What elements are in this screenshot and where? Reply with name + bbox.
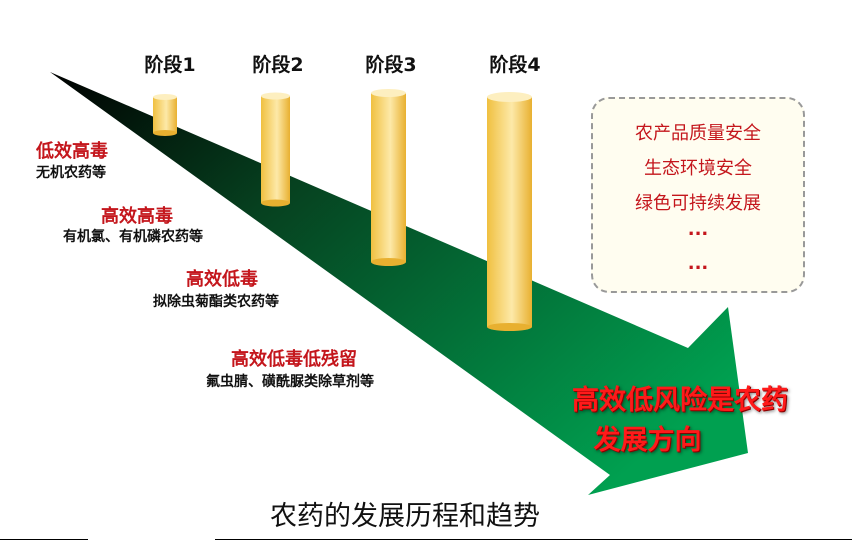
goal-item: 农产品质量安全 [635,123,761,144]
stage-label-4: 阶段4 [489,54,541,76]
divider [215,539,852,540]
goal-item: 生态环境安全 [644,158,752,179]
category-title-2: 高效高毒 [101,206,173,227]
category-desc-2: 有机氯、有机磷农药等 [63,229,203,245]
goals-box: 农产品质量安全 生态环境安全 绿色可持续发展 ... ... [591,97,805,293]
cylinder-stage-4 [487,92,532,331]
stage-label-1: 阶段1 [144,54,196,76]
cylinder-stage-1 [153,94,177,136]
goal-item: 绿色可持续发展 [635,193,761,214]
category-title-3: 高效低毒 [186,269,258,290]
trend-arrow [50,72,748,495]
cylinder-stage-2 [261,92,290,207]
slogan-line-2: 发展方向 [593,425,702,456]
stage-label-3: 阶段3 [365,54,417,76]
category-desc-1: 无机农药等 [36,165,106,181]
stage-label-2: 阶段2 [252,54,304,76]
goal-item: ... [687,219,709,240]
category-title-1: 低效高毒 [36,141,108,162]
slogan-line-1: 高效低风险是农药 [572,385,788,416]
category-title-4: 高效低毒低残留 [231,349,357,370]
cylinder-stage-3 [371,89,406,266]
goal-item: ... [687,253,709,274]
category-desc-4: 氟虫腈、磺酰脲类除草剂等 [206,374,374,390]
category-desc-3: 拟除虫菊酯类农药等 [153,294,279,310]
divider [0,539,88,540]
diagram-title: 农药的发展历程和趋势 [270,501,540,532]
